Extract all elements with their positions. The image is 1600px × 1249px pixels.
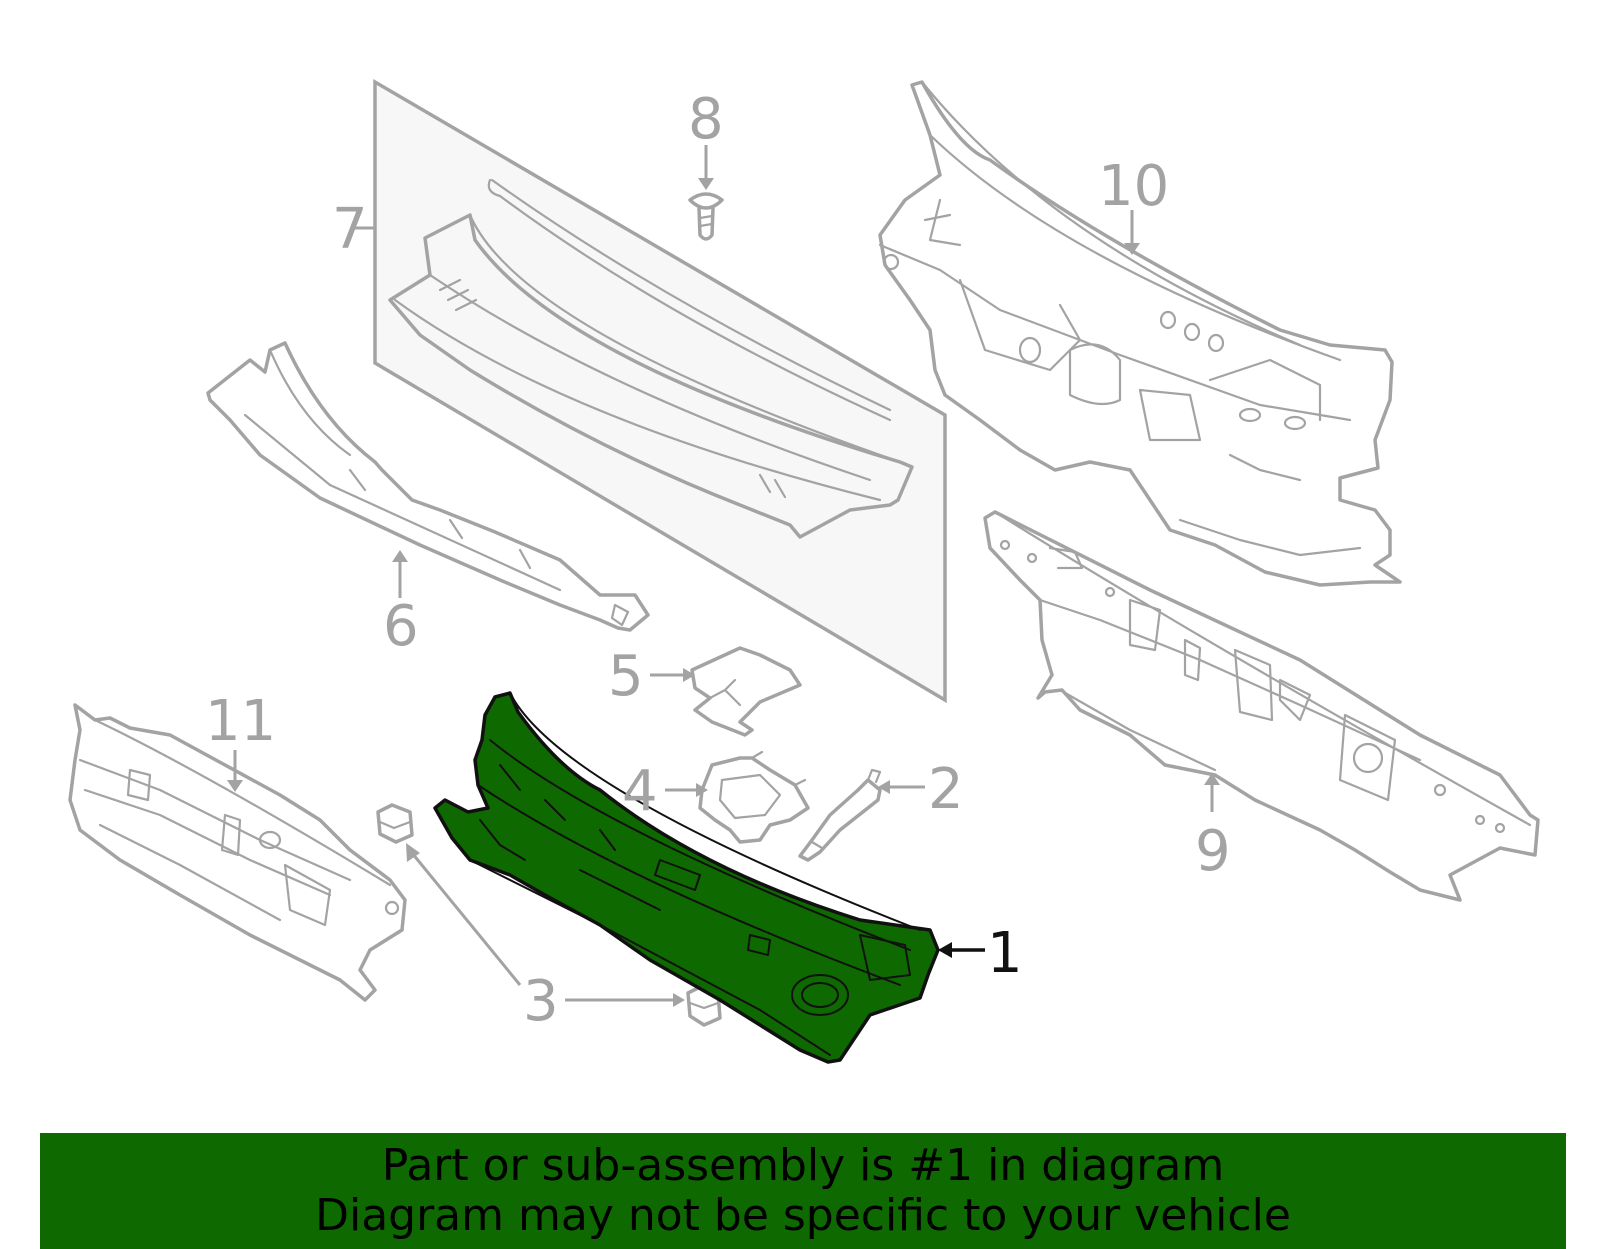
leader-lines bbox=[227, 145, 1220, 1007]
callout-3: 3 bbox=[523, 969, 559, 1034]
part-11-dash-insulator[interactable] bbox=[68, 703, 407, 1002]
part-4-retainer[interactable] bbox=[698, 750, 810, 844]
callout-10: 10 bbox=[1098, 154, 1169, 219]
callout-6: 6 bbox=[383, 594, 419, 659]
part-6-cowl-extension[interactable] bbox=[206, 341, 650, 632]
callout-labels: 7 8 10 6 5 11 4 2 9 3 1 bbox=[205, 87, 1231, 1034]
part-3-pad-upper[interactable] bbox=[376, 803, 414, 844]
part-5-bracket[interactable] bbox=[690, 646, 802, 737]
parts-diagram: 7 8 10 6 5 11 4 2 9 3 1 bbox=[68, 78, 1540, 1064]
info-banner: Part or sub-assembly is #1 in diagram Di… bbox=[40, 1133, 1566, 1249]
banner-line-1: Part or sub-assembly is #1 in diagram bbox=[381, 1140, 1225, 1191]
callout-9: 9 bbox=[1195, 819, 1231, 884]
part-1-cowl-panel[interactable] bbox=[433, 691, 940, 1064]
callout-1: 1 bbox=[987, 921, 1023, 986]
callout-2: 2 bbox=[928, 757, 964, 822]
callout-8: 8 bbox=[688, 87, 724, 152]
part-8-clip[interactable] bbox=[688, 192, 724, 241]
part-10-dash-panel[interactable] bbox=[878, 80, 1402, 587]
banner-line-2: Diagram may not be specific to your vehi… bbox=[315, 1190, 1291, 1241]
part-9-dash-panel-lower[interactable] bbox=[983, 510, 1540, 902]
callout-7: 7 bbox=[332, 197, 368, 262]
callout-5: 5 bbox=[608, 644, 644, 709]
callout-11: 11 bbox=[205, 689, 276, 754]
part-2-brace[interactable] bbox=[798, 768, 882, 862]
part-7-cowl-grille-panel[interactable] bbox=[373, 78, 947, 704]
callout-4: 4 bbox=[622, 759, 658, 824]
